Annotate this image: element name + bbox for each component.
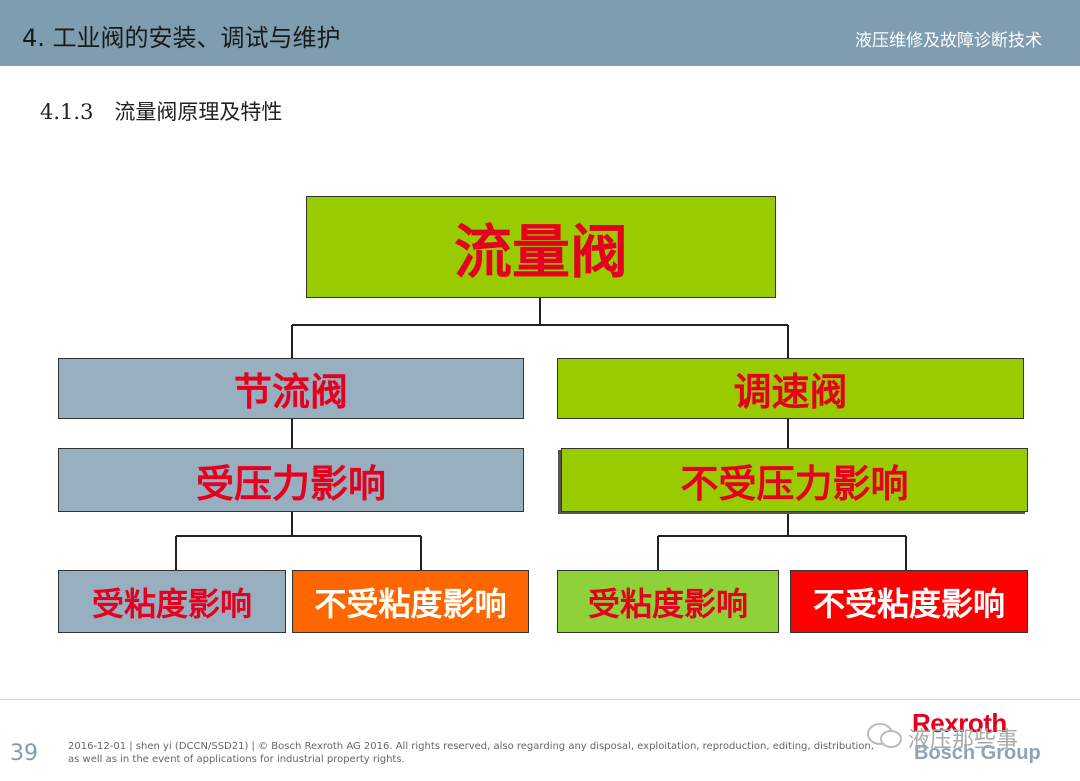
slide-title: 4. 工业阀的安装、调试与维护: [22, 24, 341, 52]
section-title: 4.1.3 流量阀原理及特性: [40, 100, 283, 124]
footer-copyright: 2016-12-01 | shen yi (DCCN/SSD21) | © Bo…: [68, 740, 878, 766]
header-bar: 4. 工业阀的安装、调试与维护 液压维修及故障诊断技术: [0, 0, 1080, 66]
footer-line-1: 2016-12-01 | shen yi (DCCN/SSD21) | © Bo…: [68, 741, 874, 752]
node-left-pressure-affected: 受压力影响: [58, 448, 524, 512]
node-right-viscosity-affected: 受粘度影响: [557, 570, 779, 633]
watermark-text: 液压那些事: [908, 728, 1019, 753]
footer-divider: [0, 699, 1080, 700]
bosch-group-logo: Bosch Group: [914, 742, 1041, 764]
node-throttle-valve: 节流阀: [58, 358, 524, 419]
rexroth-logo: Rexroth: [912, 708, 1007, 738]
node-speed-control-valve: 调速阀: [557, 358, 1024, 419]
node-right-viscosity-unaffected: 不受粘度影响: [790, 570, 1028, 633]
page-number: 39: [10, 741, 38, 766]
root-node-flow-valve: 流量阀: [306, 196, 776, 298]
node-left-viscosity-unaffected: 不受粘度影响: [292, 570, 529, 633]
node-right-pressure-unaffected: 不受压力影响: [561, 448, 1028, 512]
wechat-icon: [867, 723, 902, 748]
course-subtitle: 液压维修及故障诊断技术: [855, 31, 1042, 51]
node-left-viscosity-affected: 受粘度影响: [58, 570, 286, 633]
connector-lines: [175, 297, 907, 570]
footer-line-2: as well as in the event of applications …: [68, 754, 405, 765]
